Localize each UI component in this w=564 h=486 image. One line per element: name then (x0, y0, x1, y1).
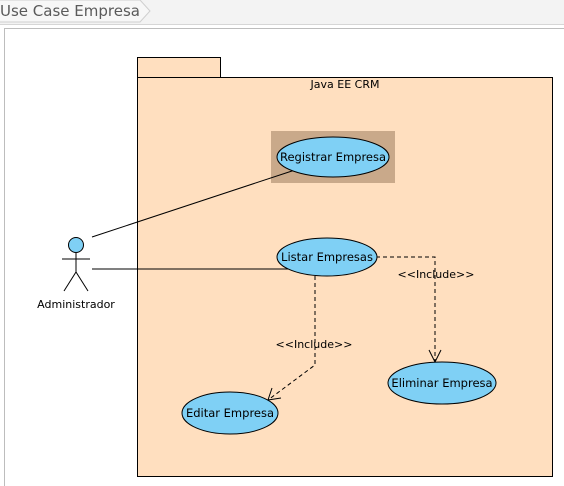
tab-bar: Use Case Empresa (0, 0, 564, 25)
actor-right-leg (75, 271, 89, 292)
use-case-editar-label: Editar Empresa (186, 406, 274, 420)
include-editar-line[interactable] (267, 276, 316, 401)
tab-shape (0, 0, 151, 23)
package-tab[interactable] (137, 57, 221, 78)
actor-left-leg (63, 271, 77, 292)
use-case-registrar-label: Registrar Empresa (280, 150, 386, 164)
include-eliminar-line[interactable] (376, 256, 436, 362)
use-case-editar-empresa[interactable] (181, 391, 279, 435)
tab-label: Use Case Empresa (0, 2, 140, 20)
association-registrar[interactable] (91, 169, 296, 238)
use-case-listar-label: Listar Empresas (281, 250, 373, 264)
actor-administrador[interactable] (62, 237, 90, 292)
use-case-eliminar-label: Eliminar Empresa (391, 376, 492, 390)
include-editar-label: <<Include>> (276, 338, 353, 351)
package-name: Java EE CRM (310, 78, 380, 91)
use-case-registrar-empresa[interactable] (276, 136, 390, 178)
actor-name: Administrador (37, 298, 115, 311)
include-eliminar-label: <<Include>> (398, 268, 475, 281)
actor-head-icon (68, 237, 84, 253)
use-case-eliminar-empresa[interactable] (387, 361, 497, 405)
use-case-listar-empresas[interactable] (276, 237, 378, 277)
